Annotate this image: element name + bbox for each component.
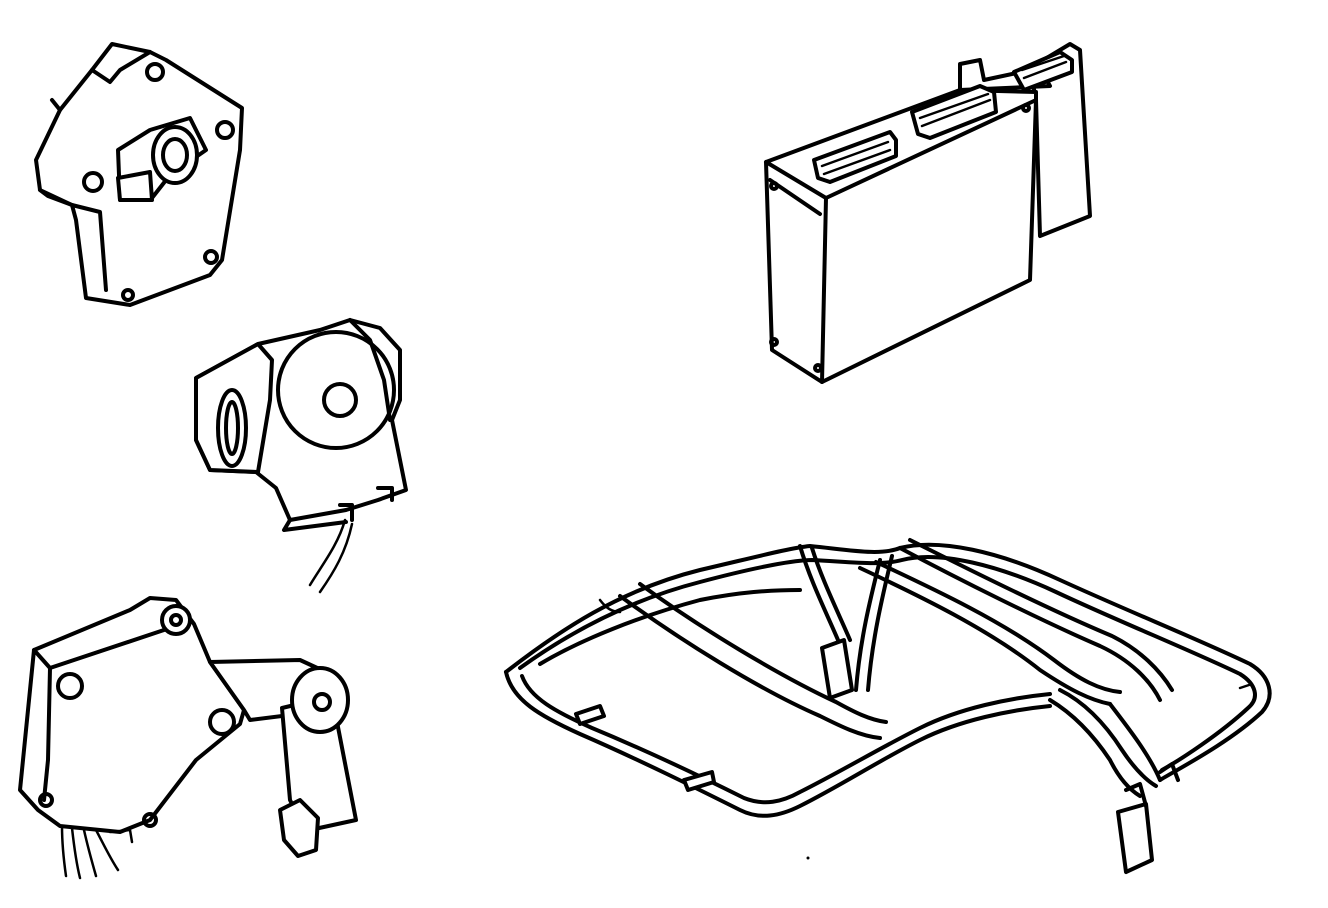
convertible-roof-frame-icon [504, 538, 1272, 874]
rotary-position-sensor-icon [194, 318, 408, 594]
control-module-icon [764, 42, 1092, 384]
lever-position-switch-icon [18, 596, 358, 880]
throttle-position-sensor-icon [34, 42, 244, 307]
